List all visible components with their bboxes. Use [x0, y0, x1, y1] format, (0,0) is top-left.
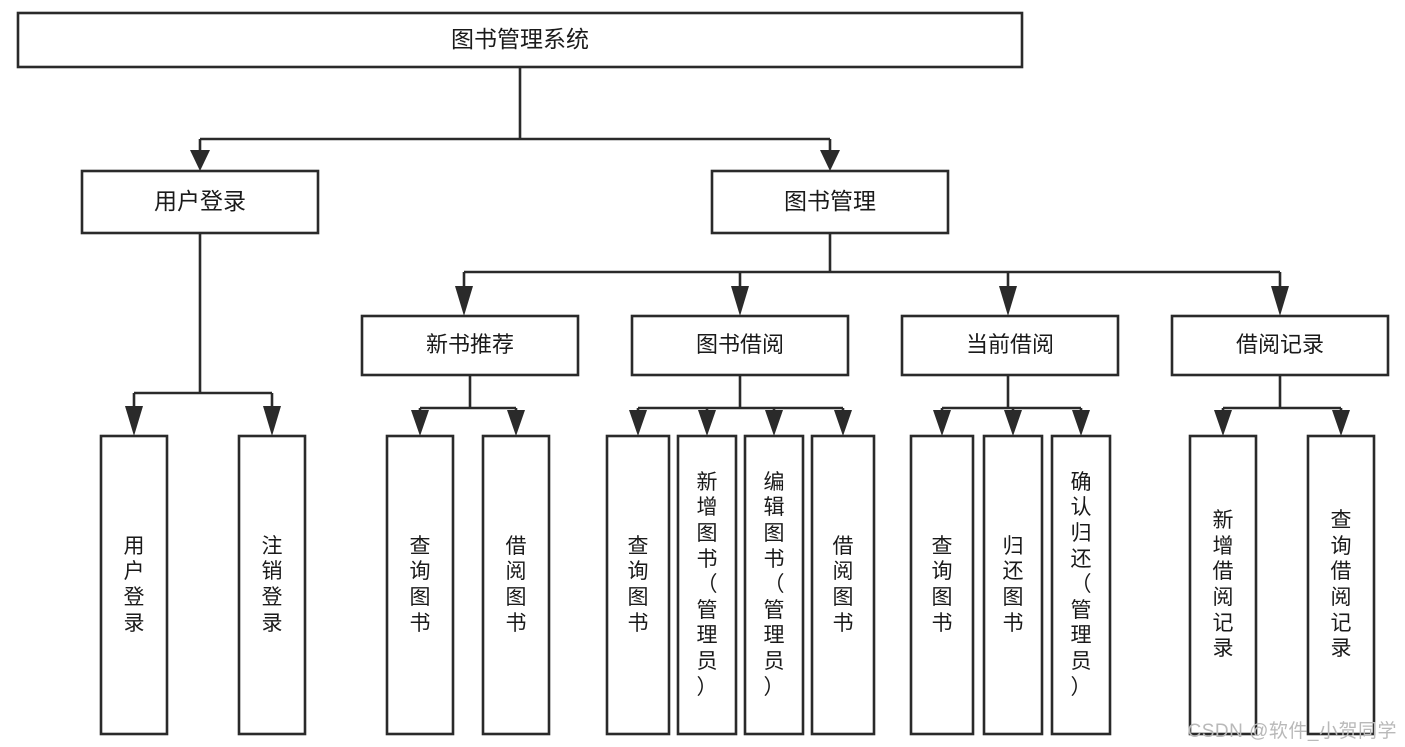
connector-group-book-borrow — [629, 375, 852, 436]
node-book-manage-box[interactable] — [710, 169, 950, 235]
node-leaf-cb-return-box[interactable] — [982, 434, 1044, 736]
leaf-boxes — [99, 434, 1376, 736]
connector-group-current-borrow — [933, 375, 1090, 436]
node-book-borrow-label: 图书借阅 — [696, 332, 784, 357]
node-leaf-br-add-box[interactable] — [1188, 434, 1258, 736]
arrow-head-leaf-bb-edit — [765, 410, 783, 436]
node-book-manage[interactable]: 图书管理 — [710, 169, 950, 235]
arrow-head-book-manage — [820, 150, 840, 171]
node-leaf-bb-add-box[interactable] — [676, 434, 738, 736]
arrow-head-leaf-bb-query — [629, 410, 647, 436]
node-book-borrow[interactable]: 图书借阅 — [630, 314, 850, 377]
connector-group-new-book-rec — [411, 375, 525, 436]
node-leaf-bb-edit-box[interactable] — [743, 434, 805, 736]
node-book-borrow-box[interactable] — [630, 314, 850, 377]
node-current-borrow[interactable]: 当前借阅 — [900, 314, 1120, 377]
arrow-head-user-login — [190, 150, 210, 171]
node-leaf-rec-borrow-box[interactable] — [481, 434, 551, 736]
node-leaf-cb-query-box[interactable] — [909, 434, 975, 736]
node-current-borrow-box[interactable] — [900, 314, 1120, 377]
node-new-book-rec[interactable]: 新书推荐 — [360, 314, 580, 377]
node-borrow-record-box[interactable] — [1170, 314, 1390, 377]
node-borrow-record-label: 借阅记录 — [1236, 332, 1324, 357]
arrow-head-leaf-rec-borrow — [507, 410, 525, 436]
node-leaf-bb-borrow-box[interactable] — [810, 434, 876, 736]
node-new-book-rec-label: 新书推荐 — [426, 332, 514, 357]
connector-group-root — [190, 67, 840, 171]
arrow-head-leaf-cb-return — [1004, 410, 1022, 436]
node-book-manage-label: 图书管理 — [784, 188, 876, 214]
node-borrow-record[interactable]: 借阅记录 — [1170, 314, 1390, 377]
node-root-box[interactable] — [16, 11, 1024, 69]
connector-group-borrow-record — [1214, 375, 1350, 436]
arrow-head-book-borrow — [731, 286, 749, 316]
arrow-head-leaf-br-query — [1332, 410, 1350, 436]
arrow-head-leaf-cb-query — [933, 410, 951, 436]
node-root[interactable]: 图书管理系统 — [16, 11, 1024, 69]
node-leaf-cb-confirm-box[interactable] — [1050, 434, 1112, 736]
node-leaf-user-login-box[interactable] — [99, 434, 169, 736]
arrow-head-leaf-br-add — [1214, 410, 1232, 436]
node-leaf-logout-box[interactable] — [237, 434, 307, 736]
node-user-login[interactable]: 用户登录 — [80, 169, 320, 235]
csdn-watermark: CSDN @软件_小贺同学 — [1187, 721, 1397, 742]
node-leaf-rec-query-box[interactable] — [385, 434, 455, 736]
connector-group-book-manage — [455, 233, 1289, 316]
arrow-head-leaf-logout — [263, 406, 281, 436]
arrow-head-leaf-bb-borrow — [834, 410, 852, 436]
connector-group-user-login — [125, 233, 281, 436]
node-user-login-label: 用户登录 — [154, 188, 246, 214]
arrow-head-new-book-rec — [455, 286, 473, 316]
arrow-head-leaf-bb-add — [698, 410, 716, 436]
node-leaf-bb-query-box[interactable] — [605, 434, 671, 736]
node-user-login-box[interactable] — [80, 169, 320, 235]
node-current-borrow-label: 当前借阅 — [966, 332, 1054, 357]
arrow-head-leaf-rec-query — [411, 410, 429, 436]
arrow-head-leaf-user-login — [125, 406, 143, 436]
node-leaf-br-query-box[interactable] — [1306, 434, 1376, 736]
node-root-label: 图书管理系统 — [451, 26, 589, 52]
node-new-book-rec-box[interactable] — [360, 314, 580, 377]
arrow-head-borrow-record — [1271, 286, 1289, 316]
arrow-head-current-borrow — [999, 286, 1017, 316]
arrow-head-leaf-cb-confirm — [1072, 410, 1090, 436]
